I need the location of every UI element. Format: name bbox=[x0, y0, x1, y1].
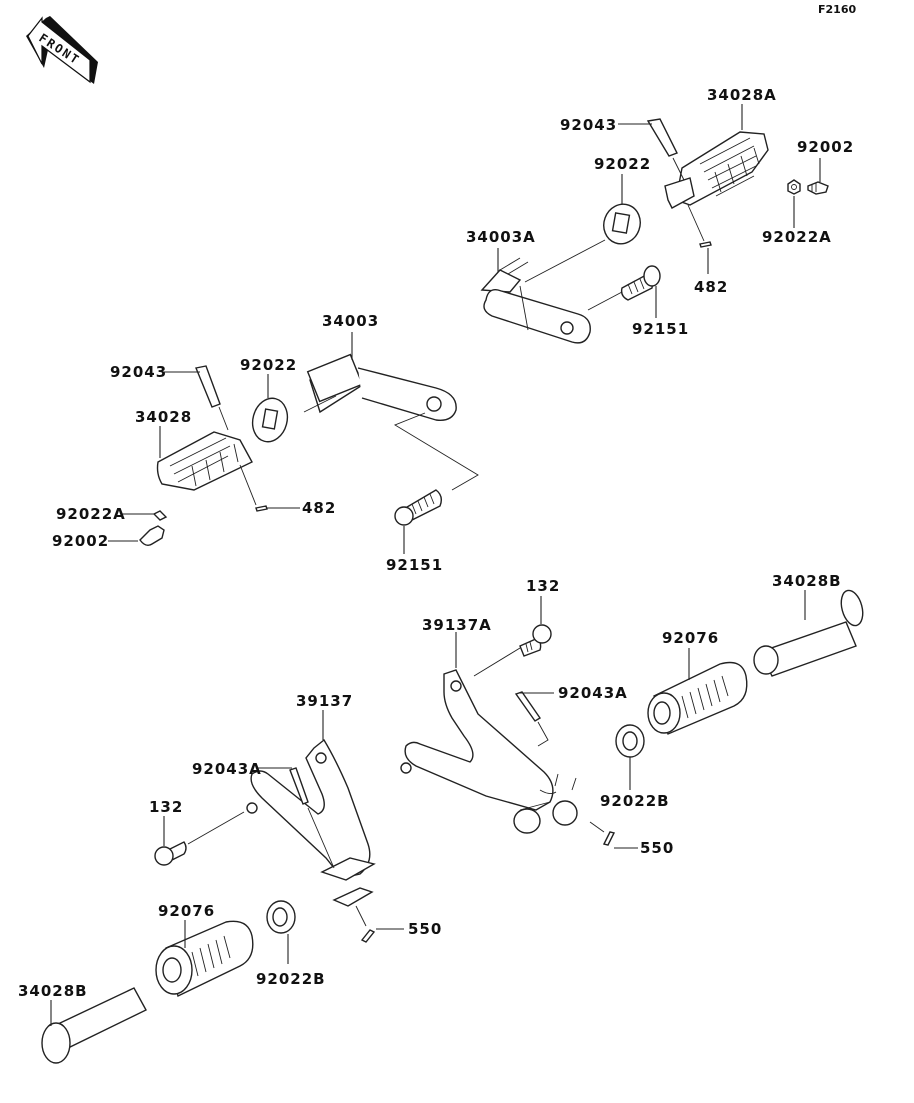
callout-39137A[interactable]: 39137A bbox=[422, 616, 492, 634]
bolt-132-lower-right bbox=[519, 624, 552, 657]
nut-92022A-upper bbox=[787, 179, 801, 195]
callout-92151-upper[interactable]: 92151 bbox=[632, 320, 689, 338]
callout-34028A[interactable]: 34028A bbox=[707, 86, 777, 104]
shaft-34028B-lower-left bbox=[41, 987, 147, 1064]
callout-92022-middle[interactable]: 92022 bbox=[240, 356, 297, 374]
nut-92022A-middle bbox=[152, 510, 168, 521]
bracket-34003A bbox=[480, 257, 591, 344]
callout-34003A[interactable]: 34003A bbox=[466, 228, 536, 246]
callout-92076-lower-left[interactable]: 92076 bbox=[158, 902, 215, 920]
washer-92022-upper bbox=[603, 203, 641, 245]
callout-92022B-lower-left[interactable]: 92022B bbox=[256, 970, 326, 988]
pin-92043-upper bbox=[646, 118, 685, 181]
callout-92002-middle[interactable]: 92002 bbox=[52, 532, 109, 550]
callout-92022A-middle[interactable]: 92022A bbox=[56, 505, 126, 523]
callout-132-lower-left[interactable]: 132 bbox=[149, 798, 183, 816]
footpeg-rubber-34028 bbox=[156, 431, 253, 491]
callout-92002-upper[interactable]: 92002 bbox=[797, 138, 854, 156]
callout-482-upper[interactable]: 482 bbox=[694, 278, 728, 296]
assembly-upper-right: 34028A 92043 92022 92002 92022A 34003A 4… bbox=[466, 86, 854, 344]
cotter-pin-482-upper bbox=[687, 204, 712, 248]
callout-132-lower-right[interactable]: 132 bbox=[526, 577, 560, 595]
bolt-92151-middle bbox=[394, 489, 443, 526]
bolt-92151-upper bbox=[620, 265, 661, 301]
rubber-92076-lower-left bbox=[155, 920, 254, 998]
cotter-pin-482-middle bbox=[255, 505, 268, 512]
assembly-lower-left: 39137 92043A 132 550 92076 92022B 34028B bbox=[18, 692, 442, 1064]
pin-92043A-lower-left bbox=[289, 767, 335, 869]
callout-92151-middle[interactable]: 92151 bbox=[386, 556, 443, 574]
callout-34028B-lower-left[interactable]: 34028B bbox=[18, 982, 88, 1000]
cotter-pin-550-lower-left bbox=[360, 929, 376, 943]
callout-550-lower-right[interactable]: 550 bbox=[640, 839, 674, 857]
callout-92043-middle[interactable]: 92043 bbox=[110, 363, 167, 381]
callout-34028B-lower-right[interactable]: 34028B bbox=[772, 572, 842, 590]
washer-92022B-lower-right bbox=[615, 724, 645, 758]
callout-550-lower-left[interactable]: 550 bbox=[408, 920, 442, 938]
callout-92022-upper[interactable]: 92022 bbox=[594, 155, 651, 173]
pin-92043A-lower-right bbox=[514, 691, 549, 747]
callout-34003[interactable]: 34003 bbox=[322, 312, 379, 330]
callout-34028[interactable]: 34028 bbox=[135, 408, 192, 426]
shaft-34028B-lower-right bbox=[753, 589, 864, 677]
holder-39137 bbox=[246, 738, 376, 907]
assembly-middle-left: 34003 92043 92022 34028 482 92022A 92002… bbox=[52, 312, 479, 574]
washer-92022B-lower-left bbox=[266, 900, 296, 934]
callout-39137[interactable]: 39137 bbox=[296, 692, 353, 710]
washer-92022-middle bbox=[251, 397, 289, 443]
callout-482-middle[interactable]: 482 bbox=[302, 499, 336, 517]
callout-92022A-upper[interactable]: 92022A bbox=[762, 228, 832, 246]
assembly-lower-right: 132 34028B 39137A 92076 92043A 92022B 55… bbox=[400, 572, 864, 857]
callout-92043-upper[interactable]: 92043 bbox=[560, 116, 617, 134]
footpeg-rubber-34028A bbox=[664, 131, 769, 209]
bolt-92002-middle bbox=[139, 525, 165, 547]
front-arrow-icon: FRONT bbox=[26, 16, 98, 84]
pin-92043-middle bbox=[195, 365, 229, 431]
callout-92043A-lower-left[interactable]: 92043A bbox=[192, 760, 262, 778]
bolt-132-lower-left bbox=[154, 841, 187, 866]
callout-92043A-lower-right[interactable]: 92043A bbox=[558, 684, 628, 702]
figure-id: F2160 bbox=[818, 3, 856, 16]
callout-92022B-lower-right[interactable]: 92022B bbox=[600, 792, 670, 810]
cotter-pin-550-lower-right bbox=[602, 831, 616, 846]
callout-92076-lower-right[interactable]: 92076 bbox=[662, 629, 719, 647]
bracket-34003 bbox=[306, 353, 457, 421]
bolt-92002-upper bbox=[807, 181, 829, 195]
holder-39137A bbox=[400, 669, 578, 834]
rubber-92076-lower-right bbox=[647, 661, 748, 735]
